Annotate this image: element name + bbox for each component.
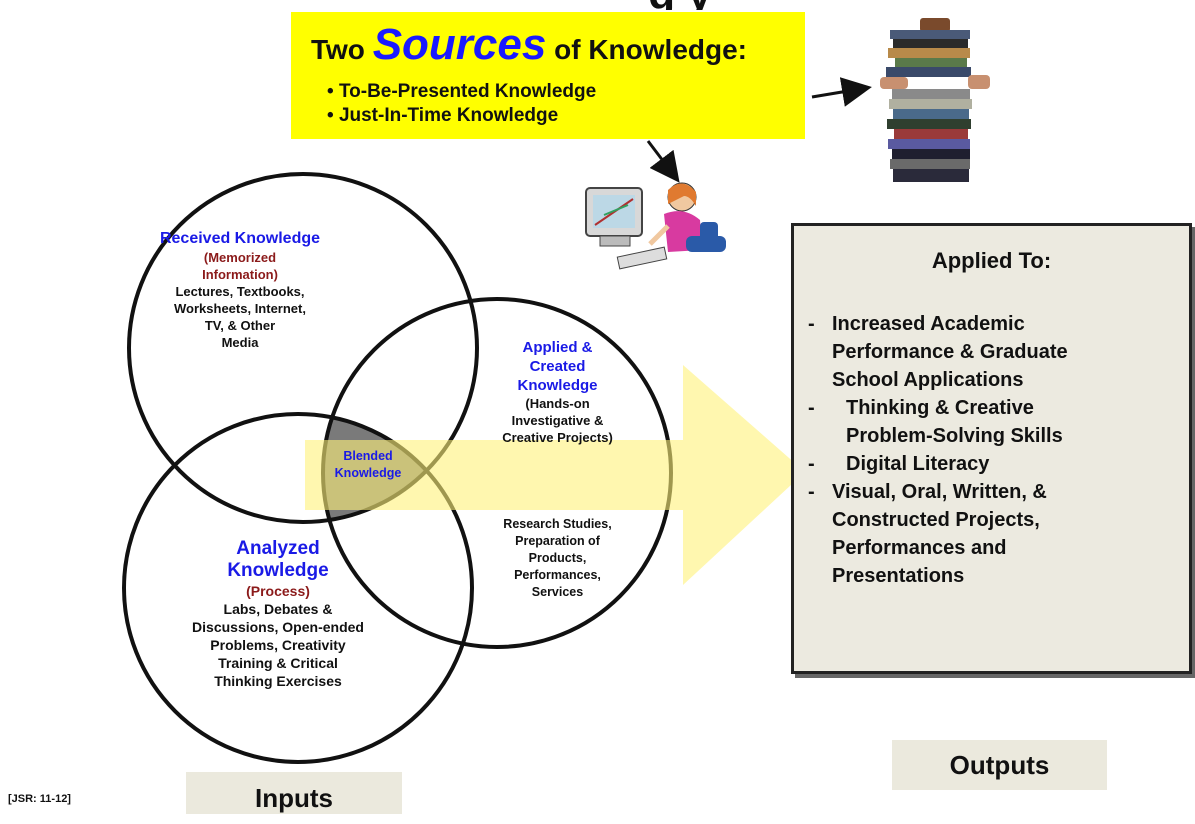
applied-body-2: Investigative & — [511, 413, 604, 428]
research-line-3: Products, — [528, 551, 587, 565]
applied-heading-1: Applied & — [522, 339, 593, 356]
received-body-3: TV, & Other — [204, 318, 276, 333]
received-knowledge-text: Received Knowledge (Memorized Informatio… — [150, 229, 330, 351]
research-line-4: Performances, — [514, 568, 601, 582]
sources-box: Two Sources of Knowledge: To-Be-Presente… — [291, 12, 805, 139]
received-heading: Received Knowledge — [159, 230, 321, 247]
list-line: Thinking & Creative — [846, 397, 1034, 419]
list-line: Increased Academic — [832, 313, 1025, 335]
list-line: School Applications — [832, 369, 1024, 391]
big-arrow — [305, 365, 805, 585]
analyzed-body-4: Training & Critical — [218, 655, 338, 671]
list-item-text: Visual, Oral, Written, & Constructed Pro… — [808, 478, 1181, 590]
arrow-icon — [646, 140, 680, 183]
research-line-2: Preparation of — [515, 534, 600, 548]
analyzed-heading-2: Knowledge — [227, 560, 329, 581]
list-line: Visual, Oral, Written, & — [832, 481, 1047, 503]
citation: [JSR: 11-12] — [8, 793, 71, 805]
list-line: Performances and — [832, 537, 1007, 559]
research-text: Research Studies, Preparation of Product… — [470, 516, 645, 601]
analyzed-body-1: Labs, Debates & — [223, 601, 333, 617]
received-body-2: Worksheets, Internet, — [174, 301, 306, 316]
research-line-1: Research Studies, — [503, 517, 612, 531]
received-subheading-2: Information) — [202, 267, 278, 282]
list-item: - Visual, Oral, Written, & Constructed P… — [808, 478, 1181, 590]
list-line: Problem-Solving Skills — [846, 425, 1063, 447]
list-item: Just-In-Time Knowledge — [327, 104, 596, 128]
applied-to-list: - Increased Academic Performance & Gradu… — [808, 310, 1181, 590]
list-dash: - — [808, 313, 815, 335]
analyzed-body-2: Discussions, Open-ended — [192, 619, 364, 635]
analyzed-body-3: Problems, Creativity — [210, 637, 346, 653]
list-dash: - — [808, 397, 815, 419]
research-line-5: Services — [531, 585, 584, 599]
blended-line-2: Knowledge — [334, 466, 402, 480]
outputs-label: Outputs — [892, 740, 1107, 790]
sources-title-emphasis: Sources — [372, 20, 547, 69]
list-dash: - — [808, 453, 815, 475]
applied-to-heading: Applied To: — [931, 248, 1052, 273]
list-line: Digital Literacy — [846, 453, 990, 475]
applied-body-3: Creative Projects) — [502, 430, 613, 445]
list-item-text: Digital Literacy — [808, 450, 1181, 478]
page-title: g y — [270, 0, 1090, 10]
received-body-1: Lectures, Textbooks, — [175, 284, 305, 299]
sources-title-suffix: of Knowledge: — [554, 34, 747, 65]
list-item-text: Thinking & Creative Problem-Solving Skil… — [808, 394, 1181, 450]
list-item-text: Increased Academic Performance & Graduat… — [808, 310, 1181, 394]
list-line: Constructed Projects, — [832, 509, 1040, 531]
analyzed-knowledge-circle — [122, 412, 474, 764]
computer-user-icon — [585, 182, 726, 270]
arrow-icon — [811, 77, 872, 107]
analyzed-heading-1: Analyzed — [236, 538, 320, 559]
list-dash: - — [808, 481, 815, 503]
received-body-4: Media — [221, 335, 259, 350]
list-line: Presentations — [832, 565, 965, 587]
list-item: - Digital Literacy — [808, 450, 1181, 478]
list-line: Performance & Graduate — [832, 341, 1068, 363]
received-subheading-1: (Memorized — [203, 250, 277, 265]
applied-created-text: Applied & Created Knowledge (Hands-on In… — [470, 338, 645, 446]
blended-knowledge-text: Blended Knowledge — [318, 448, 418, 482]
sources-list: To-Be-Presented Knowledge Just-In-Time K… — [327, 80, 596, 128]
book-stack-icon — [880, 18, 990, 182]
received-knowledge-circle — [127, 172, 479, 524]
applied-to-box: Applied To: - Increased Academic Perform… — [791, 223, 1192, 674]
applied-heading-3: Knowledge — [517, 377, 598, 394]
list-item: - Thinking & Creative Problem-Solving Sk… — [808, 394, 1181, 450]
list-item: To-Be-Presented Knowledge — [327, 80, 596, 104]
blended-line-1: Blended — [343, 449, 393, 463]
analyzed-subheading: (Process) — [246, 583, 310, 599]
sources-title-prefix: Two — [311, 34, 365, 65]
analyzed-knowledge-text: Analyzed Knowledge (Process) Labs, Debat… — [153, 538, 403, 690]
analyzed-body-5: Thinking Exercises — [214, 673, 342, 689]
applied-heading-2: Created — [529, 358, 586, 375]
applied-body-1: (Hands-on — [525, 396, 590, 411]
inputs-label: Inputs — [186, 772, 402, 814]
list-item: - Increased Academic Performance & Gradu… — [808, 310, 1181, 394]
sources-title: Two Sources of Knowledge: — [311, 20, 747, 70]
